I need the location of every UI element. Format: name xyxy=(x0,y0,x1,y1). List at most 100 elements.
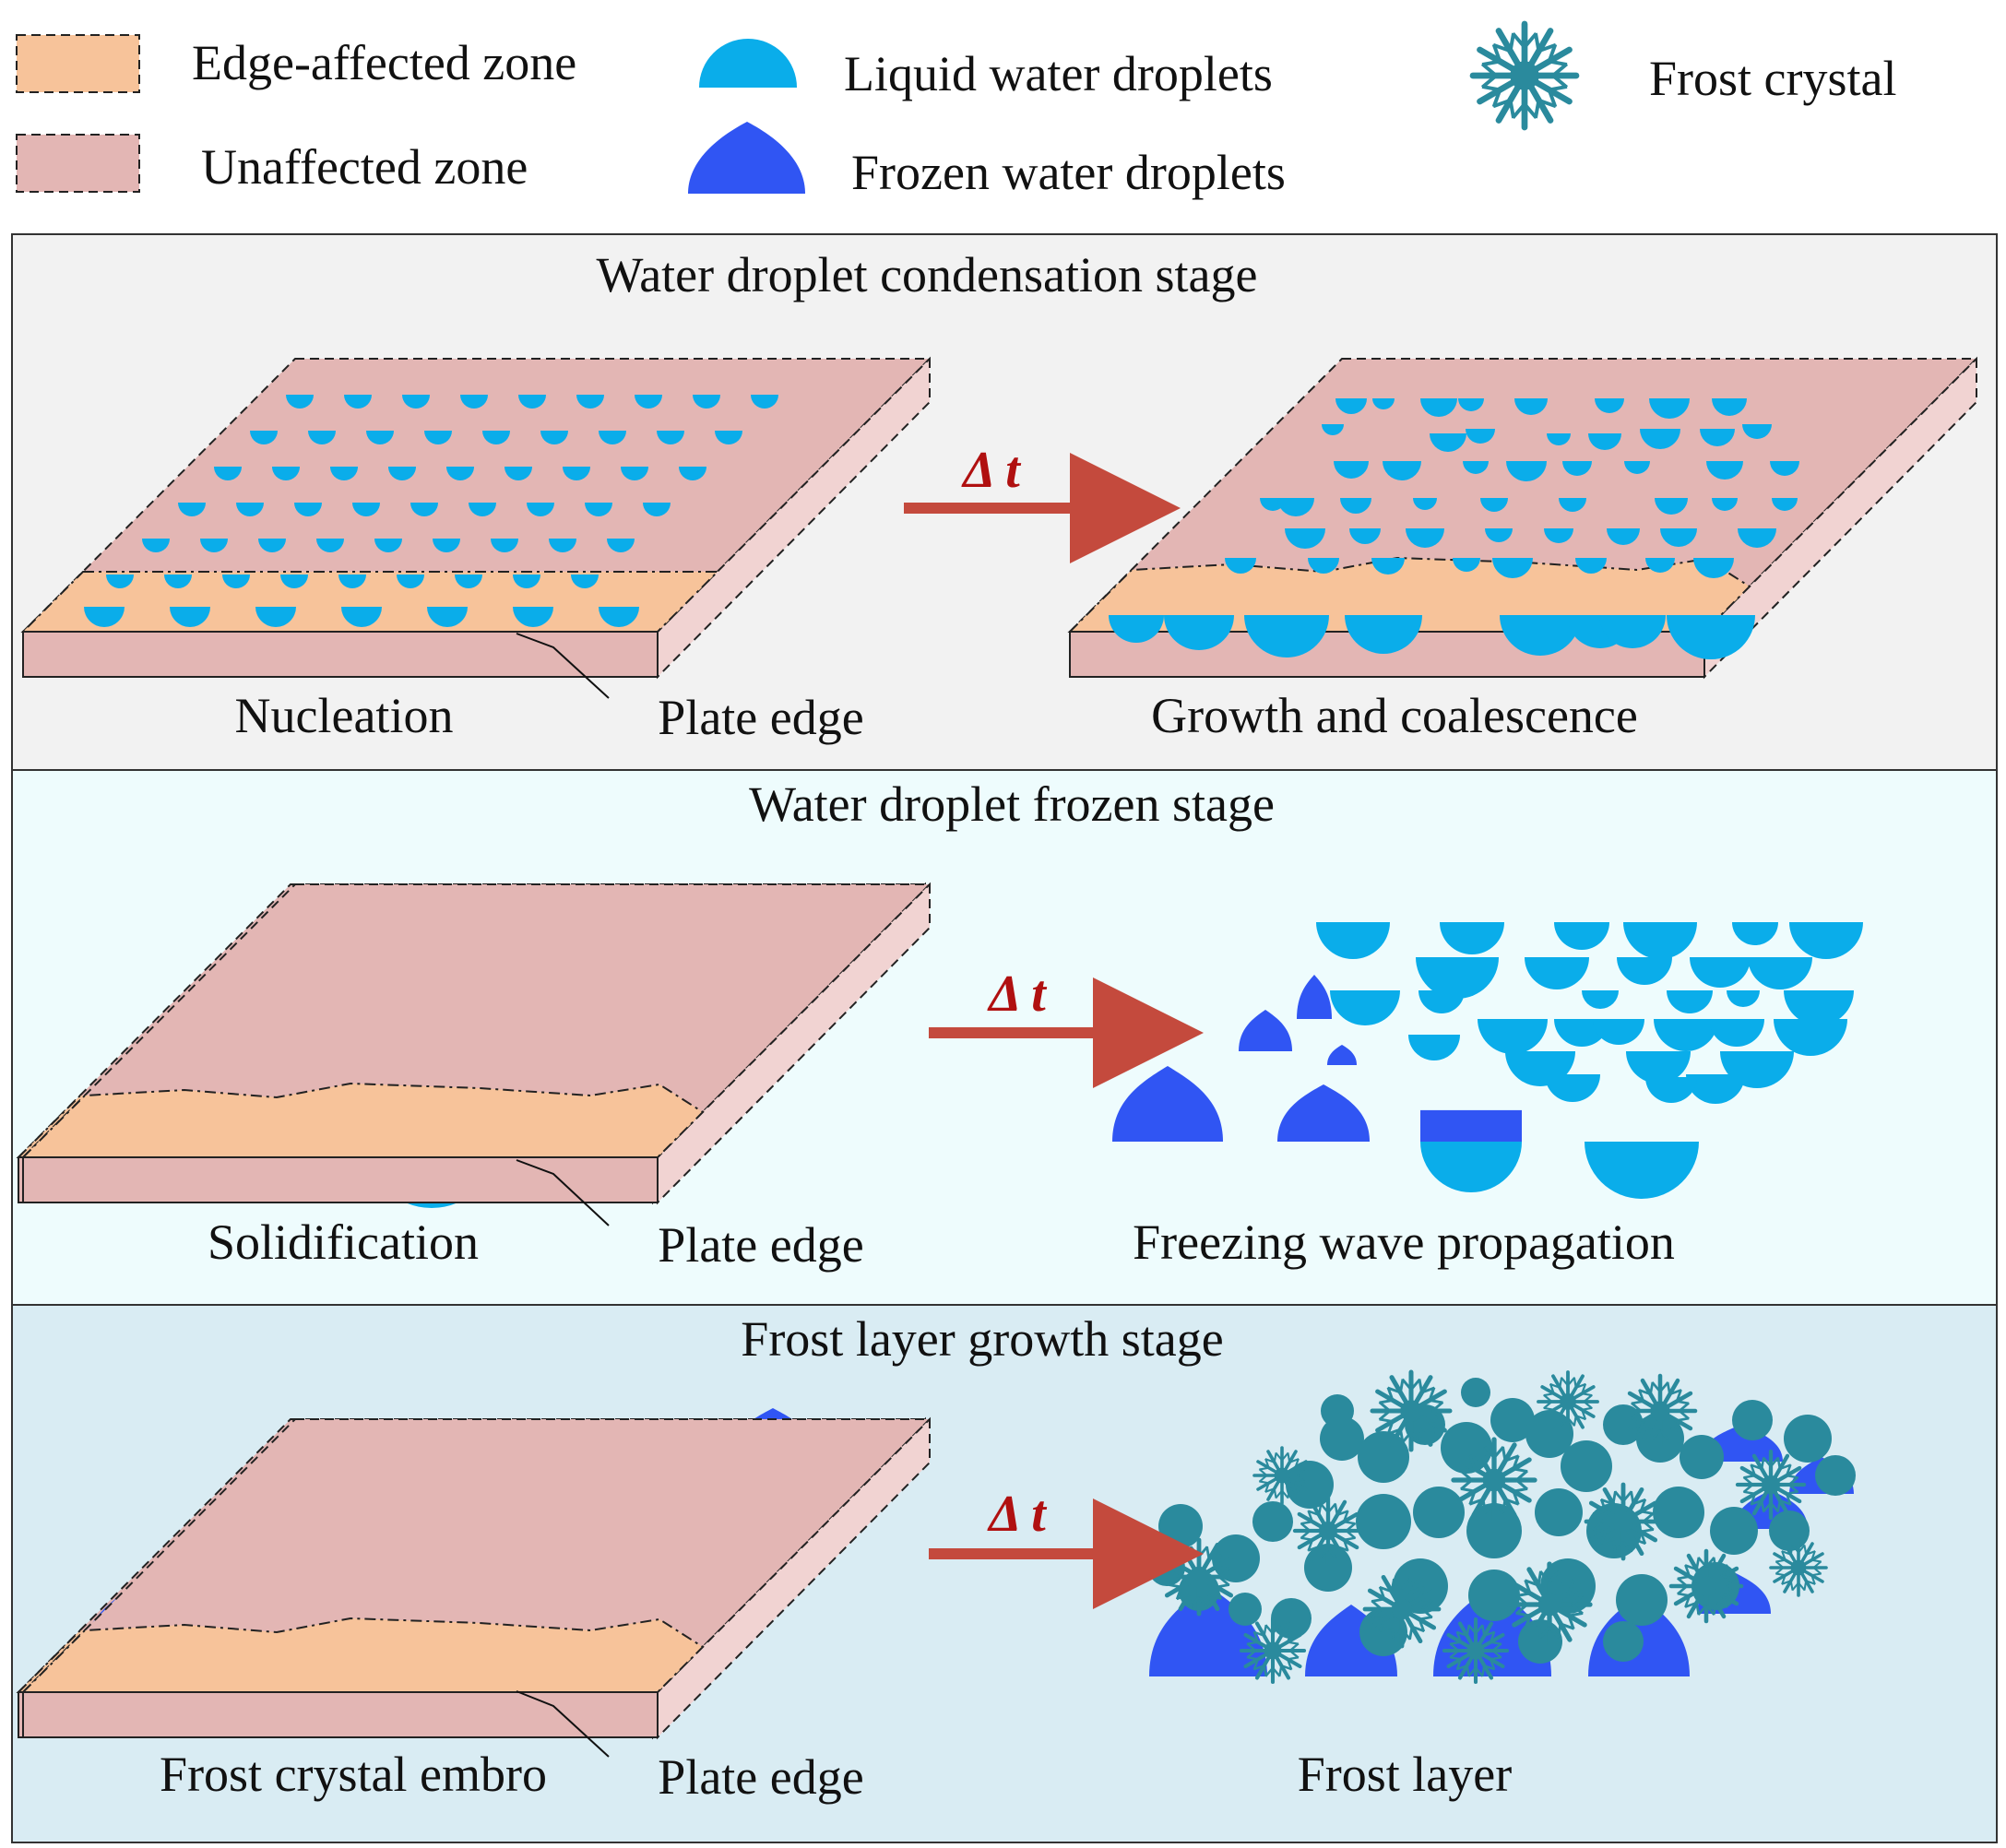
liquid-droplet xyxy=(1316,922,1390,959)
liquid-droplet xyxy=(1485,528,1513,542)
crystal-twig xyxy=(1307,1510,1320,1517)
crystal-twig xyxy=(1592,1520,1604,1532)
liquid-droplet xyxy=(621,467,648,480)
crystal-twig xyxy=(1411,1625,1425,1633)
liquid-droplet xyxy=(1225,558,1256,574)
liquid-droplet xyxy=(1774,1019,1847,1056)
liquid-droplet xyxy=(1772,498,1798,511)
crystal-twig xyxy=(1468,1454,1484,1463)
liquid-droplet xyxy=(455,575,482,588)
frost-crystal xyxy=(1769,1538,1828,1597)
liquid-droplet xyxy=(1588,433,1621,450)
liquid-droplet xyxy=(571,575,599,588)
liquid-droplet xyxy=(338,575,366,588)
frozen-droplet xyxy=(1239,1010,1292,1051)
stage-1-plate-edge-label: Plate edge xyxy=(658,690,863,745)
crystal-twig xyxy=(1246,1650,1257,1659)
crystal-twig xyxy=(1631,1409,1642,1420)
crystal-twig xyxy=(1252,1658,1259,1670)
crystal-twig xyxy=(1475,1666,1484,1677)
liquid-droplet xyxy=(1420,398,1457,417)
liquid-droplet xyxy=(1545,1074,1600,1102)
crystal-twig xyxy=(1295,1480,1305,1485)
legend-crystal-label: Frost crystal xyxy=(1649,51,1896,106)
stage-2-right-plate xyxy=(20,882,1863,1205)
frost-blob xyxy=(1466,1503,1522,1558)
crystal-twig xyxy=(1295,1466,1305,1471)
crystal-twig xyxy=(1559,1416,1563,1427)
frost-blob xyxy=(1212,1534,1260,1582)
crystal-twig xyxy=(1275,1451,1283,1462)
liquid-droplet xyxy=(1413,498,1437,510)
crystal-twig xyxy=(1786,1490,1798,1496)
liquid-droplet xyxy=(482,431,510,444)
crystal-twig xyxy=(1677,1584,1688,1595)
crystal-twig xyxy=(1599,1531,1608,1545)
crystal-twig xyxy=(1515,1603,1528,1616)
crystal-twig xyxy=(1429,1417,1443,1423)
liquid-droplet xyxy=(255,607,296,627)
crystal-twig xyxy=(1508,100,1515,119)
crystal-twig xyxy=(1216,1565,1230,1570)
liquid-droplet xyxy=(460,395,488,409)
liquid-droplet xyxy=(1732,922,1778,945)
liquid-droplet xyxy=(178,503,206,516)
liquid-droplet xyxy=(200,539,228,552)
crystal-twig xyxy=(1456,1630,1468,1637)
liquid-droplet xyxy=(549,539,576,552)
crystal-twig xyxy=(1319,1502,1329,1514)
liquid-droplet xyxy=(397,575,424,588)
crystal-twig xyxy=(1524,1579,1539,1587)
frost-crystal xyxy=(1292,1495,1364,1567)
crystal-twig xyxy=(1684,1594,1691,1608)
crystal-twig xyxy=(1287,1656,1300,1661)
liquid-droplet xyxy=(657,431,684,444)
stage-3-arrow: Δ t xyxy=(929,1486,1204,1609)
liquid-droplet xyxy=(1478,1019,1548,1054)
crystal-twig xyxy=(1264,1458,1276,1463)
liquid-droplet xyxy=(1430,433,1466,452)
frost-blob xyxy=(1356,1494,1411,1549)
crystal-twig xyxy=(1798,1581,1806,1592)
liquid-droplet xyxy=(491,539,518,552)
liquid-droplet xyxy=(1406,528,1444,548)
crystal-core xyxy=(1264,1641,1282,1660)
crystal-twig xyxy=(1386,1421,1395,1435)
frost-crystal xyxy=(1451,1437,1537,1523)
crystal-twig xyxy=(1592,1510,1607,1515)
liquid-droplet xyxy=(433,539,460,552)
liquid-droplet xyxy=(142,539,170,552)
crystal-twig xyxy=(1371,1597,1385,1603)
crystal-twig xyxy=(1789,1581,1794,1591)
stage-1-delta-t: Δ t xyxy=(961,442,1021,499)
crystal-twig xyxy=(1483,1446,1496,1459)
liquid-droplet xyxy=(1383,461,1421,480)
edge-affected-zone xyxy=(1067,556,1751,633)
legend-liquid-label: Liquid water droplets xyxy=(844,46,1273,101)
liquid-droplet xyxy=(1164,615,1234,650)
crystal-twig xyxy=(1549,85,1568,92)
liquid-droplet xyxy=(1690,957,1751,988)
liquid-droplet xyxy=(1640,429,1680,449)
frost-blob xyxy=(1603,1621,1644,1662)
edge-affected-zone xyxy=(20,1617,705,1693)
crystal-twig xyxy=(1515,1592,1531,1598)
stage-3-right-caption: Frost layer xyxy=(1298,1747,1512,1802)
frost-blob xyxy=(1304,1544,1352,1592)
crystal-twig xyxy=(1513,1467,1528,1474)
crystal-twig xyxy=(1697,1557,1708,1568)
stage-2-title: Water droplet frozen stage xyxy=(749,776,1275,832)
crystal-core xyxy=(1400,1400,1422,1422)
crystal-twig xyxy=(1651,1381,1662,1392)
crystal-twig xyxy=(1343,1536,1356,1542)
liquid-droplet xyxy=(1500,615,1581,656)
crystal-twig xyxy=(1263,1664,1267,1677)
crystal-twig xyxy=(1776,1457,1782,1470)
crystal-twig xyxy=(1490,1656,1502,1661)
legend-liquid-droplet-icon xyxy=(699,39,797,88)
crystal-twig xyxy=(1378,1409,1391,1421)
crystal-twig xyxy=(1568,1611,1584,1617)
crystal-twig xyxy=(1549,59,1568,66)
frost-blob xyxy=(1561,1440,1612,1492)
